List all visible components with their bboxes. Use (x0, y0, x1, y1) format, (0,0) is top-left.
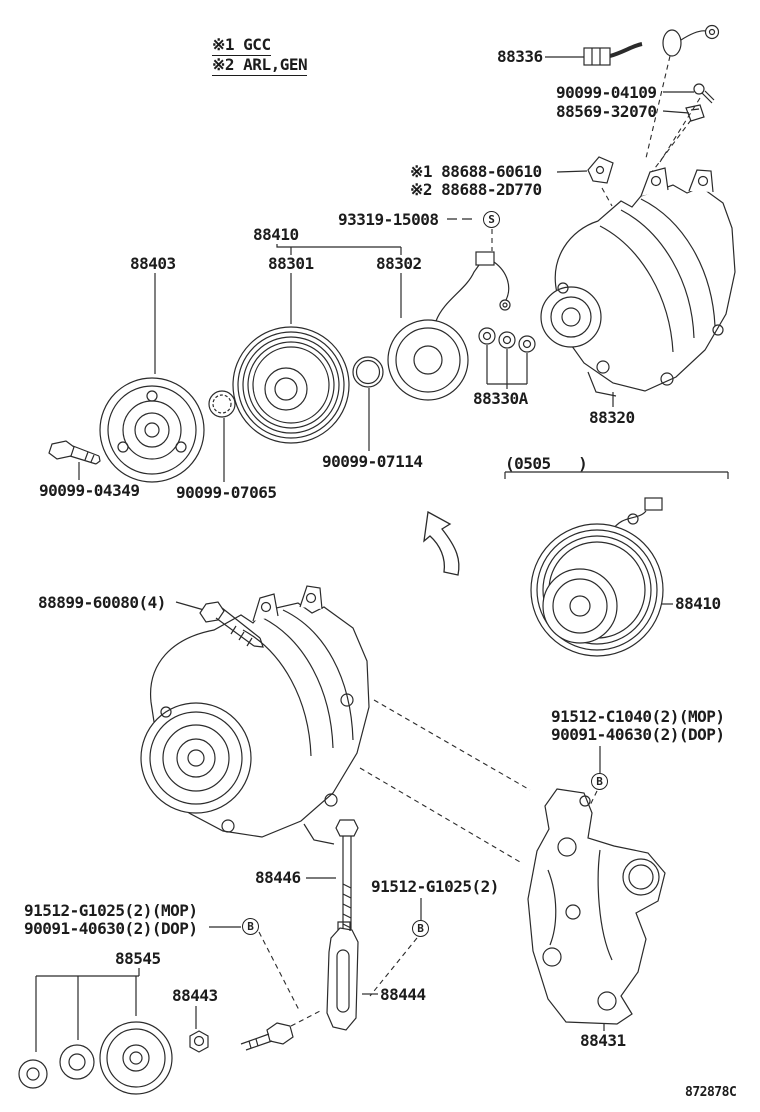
part-label-91512-g1025-right: 91512-G1025(2) (371, 877, 499, 896)
pivot-bolt-drawing (240, 1022, 294, 1051)
bolt-88899-drawing (199, 601, 264, 648)
screw-04109-drawing (693, 83, 715, 104)
doc-number: 872878C (685, 1085, 737, 1100)
part-label-90099-07065: 90099-07065 (176, 483, 277, 502)
part-label-88545: 88545 (115, 949, 161, 968)
compressor-lower-drawing (140, 585, 370, 845)
part-label-88443: 88443 (172, 986, 218, 1005)
part-label-88301: 88301 (268, 254, 314, 273)
symbol-s-circle: S (483, 211, 500, 228)
part-label-93319-15008: 93319-15008 (338, 210, 439, 229)
idler-pulley-88545-drawing (18, 1021, 173, 1095)
part-label-88336: 88336 (497, 47, 543, 66)
part-label-88403: 88403 (130, 254, 176, 273)
bracket-88431-drawing (527, 788, 666, 1025)
clutch-parts-drawing (48, 251, 536, 483)
symbol-b-circle-right: B (591, 773, 608, 790)
note-1: ※1 GCC (212, 35, 271, 56)
leader-lines (35, 56, 729, 1052)
date-code-label: (0505 ) (505, 454, 588, 473)
magnet-clutch-88410-drawing (530, 497, 664, 657)
symbol-b-circle-mid: B (412, 920, 429, 937)
part-label-88688-60610: ※1 88688-60610 (410, 162, 542, 181)
direction-arrow (423, 510, 460, 576)
tensioner-88444-drawing (326, 921, 359, 1031)
symbol-b-circle-left: B (242, 918, 259, 935)
part-label-90091-40630-right: 90091-40630(2)(DOP) (551, 725, 725, 744)
part-label-90099-04109: 90099-04109 (556, 83, 657, 102)
part-label-88446: 88446 (255, 868, 301, 887)
part-label-88410-right: 88410 (675, 594, 721, 613)
part-label-88899-60080: 88899-60080(4) (38, 593, 166, 612)
part-label-88410-top: 88410 (253, 225, 299, 244)
part-label-91512-c1040: 91512-C1040(2)(MOP) (551, 707, 725, 726)
part-label-90099-04349: 90099-04349 (39, 481, 140, 500)
part-label-91512-g1025-left: 91512-G1025(2)(MOP) (24, 901, 198, 920)
part-label-90091-40630-left: 90091-40630(2)(DOP) (24, 919, 198, 938)
part-label-90099-07114: 90099-07114 (322, 452, 423, 471)
note-2: ※2 ARL,GEN (212, 55, 308, 76)
compressor-88320-drawing (540, 167, 736, 397)
part-label-88330a: 88330A (473, 389, 528, 408)
harness-88336-drawing (583, 24, 720, 66)
part-label-88431: 88431 (580, 1031, 626, 1050)
nut-88443-drawing (189, 1030, 209, 1053)
clip-32070-drawing (685, 104, 705, 122)
part-label-88302: 88302 (376, 254, 422, 273)
part-label-88688-2d770: ※2 88688-2D770 (410, 180, 542, 199)
part-label-88444: 88444 (380, 985, 426, 1004)
part-label-88569-32070: 88569-32070 (556, 102, 657, 121)
clamp-88688-drawing (587, 156, 614, 184)
part-label-88320: 88320 (589, 408, 635, 427)
